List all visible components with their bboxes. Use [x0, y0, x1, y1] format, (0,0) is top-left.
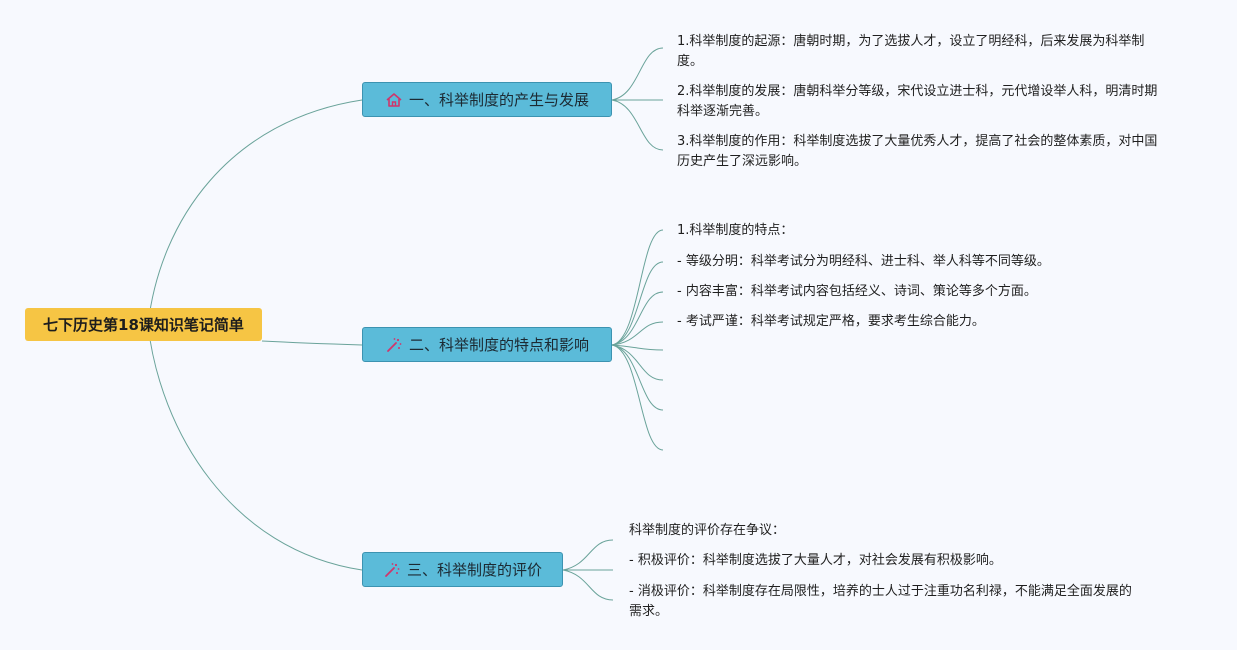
leaf-origin[interactable]: 1.科举制度的起源：唐朝时期，为了选拔人才，设立了明经科，后来发展为科举制度。 [677, 34, 1145, 69]
leaf-negative-evaluation[interactable]: - 消极评价：科举制度存在局限性，培养的士人过于注重功名利禄，不能满足全面发展的… [629, 584, 1132, 619]
leaf-development[interactable]: 2.科举制度的发展：唐朝科举分等级，宋代设立进士科，元代增设举人科，明清时期科举… [677, 84, 1158, 119]
magic-wand-icon [385, 336, 403, 354]
branch-origin-development-label: 一、科举制度的产生与发展 [408, 91, 589, 109]
connector-b2-leaf-5 [611, 344, 664, 351]
leaf-rigor[interactable]: - 考试严谨：科举考试规定严格，要求考生综合能力。 [677, 314, 985, 329]
branch-evaluation-label: 三、科举制度的评价 [406, 561, 542, 579]
root-topic-label: 七下历史第18课知识笔记简单 [43, 316, 244, 334]
branch-features-influence[interactable]: 二、科举制度的特点和影响 [362, 327, 612, 362]
connector-b1-leaf-3 [611, 99, 664, 151]
branch-features-influence-label: 二、科举制度的特点和影响 [408, 336, 589, 354]
connector-root-branch-2 [261, 340, 363, 346]
house-icon [385, 91, 403, 109]
leaf-hierarchy[interactable]: - 等级分明：科举考试分为明经科、进士科、举人科等不同等级。 [677, 254, 1050, 269]
connector-b2-leaf-8 [611, 344, 664, 451]
leaf-evaluation-heading[interactable]: 科举制度的评价存在争议： [629, 523, 786, 538]
magic-wand-icon [383, 561, 401, 579]
connector-b3-leaf-1 [562, 539, 614, 571]
root-topic[interactable]: 七下历史第18课知识笔记简单 [25, 308, 262, 341]
connector-root-branch-1 [147, 99, 363, 326]
connector-b3-leaf-3 [562, 569, 614, 601]
leaf-positive-evaluation[interactable]: - 积极评价：科举制度选拔了大量人才，对社会发展有积极影响。 [629, 553, 1002, 568]
leaf-features-heading[interactable]: 1.科举制度的特点： [677, 223, 794, 238]
connector-b2-leaf-7 [611, 344, 664, 411]
branch-origin-development[interactable]: 一、科举制度的产生与发展 [362, 82, 612, 117]
connector-b2-leaf-3 [611, 291, 664, 346]
leaf-function[interactable]: 3.科举制度的作用：科举制度选拔了大量优秀人才，提高了社会的整体素质，对中国历史… [677, 134, 1158, 169]
connector-b1-leaf-1 [611, 47, 664, 101]
connector-b2-leaf-1 [611, 229, 664, 346]
connector-b2-leaf-4 [611, 321, 664, 346]
connector-b2-leaf-2 [611, 261, 664, 346]
leaf-content[interactable]: - 内容丰富：科举考试内容包括经义、诗词、策论等多个方面。 [677, 284, 1037, 299]
branch-evaluation[interactable]: 三、科举制度的评价 [362, 552, 563, 587]
connector-root-branch-3 [147, 324, 363, 571]
connector-b2-leaf-6 [611, 344, 664, 381]
